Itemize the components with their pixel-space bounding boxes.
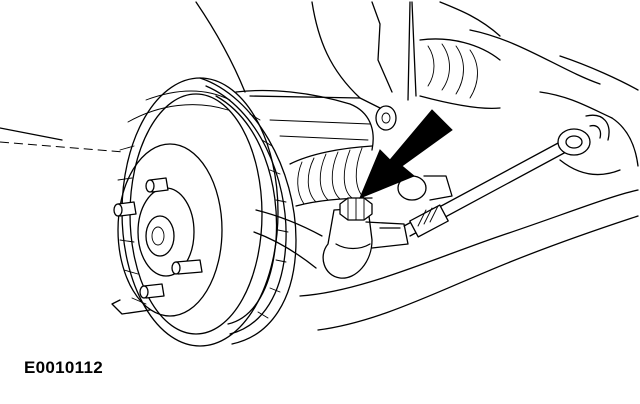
callout-arrow-icon <box>359 109 453 199</box>
figure-caption: E0010112 <box>24 358 103 377</box>
wheel-stud <box>139 283 165 299</box>
brake-disc <box>111 77 297 347</box>
wheel-stud <box>113 201 137 217</box>
lower-control-arm <box>299 91 639 331</box>
wheel-stud <box>145 177 169 193</box>
tie-rod-end <box>322 197 409 279</box>
steering-rack-boot <box>289 38 501 207</box>
wheel-hub <box>113 143 223 317</box>
wheel-stud <box>171 259 203 275</box>
body-structure <box>0 1 639 153</box>
stabilizer-link <box>403 114 610 238</box>
